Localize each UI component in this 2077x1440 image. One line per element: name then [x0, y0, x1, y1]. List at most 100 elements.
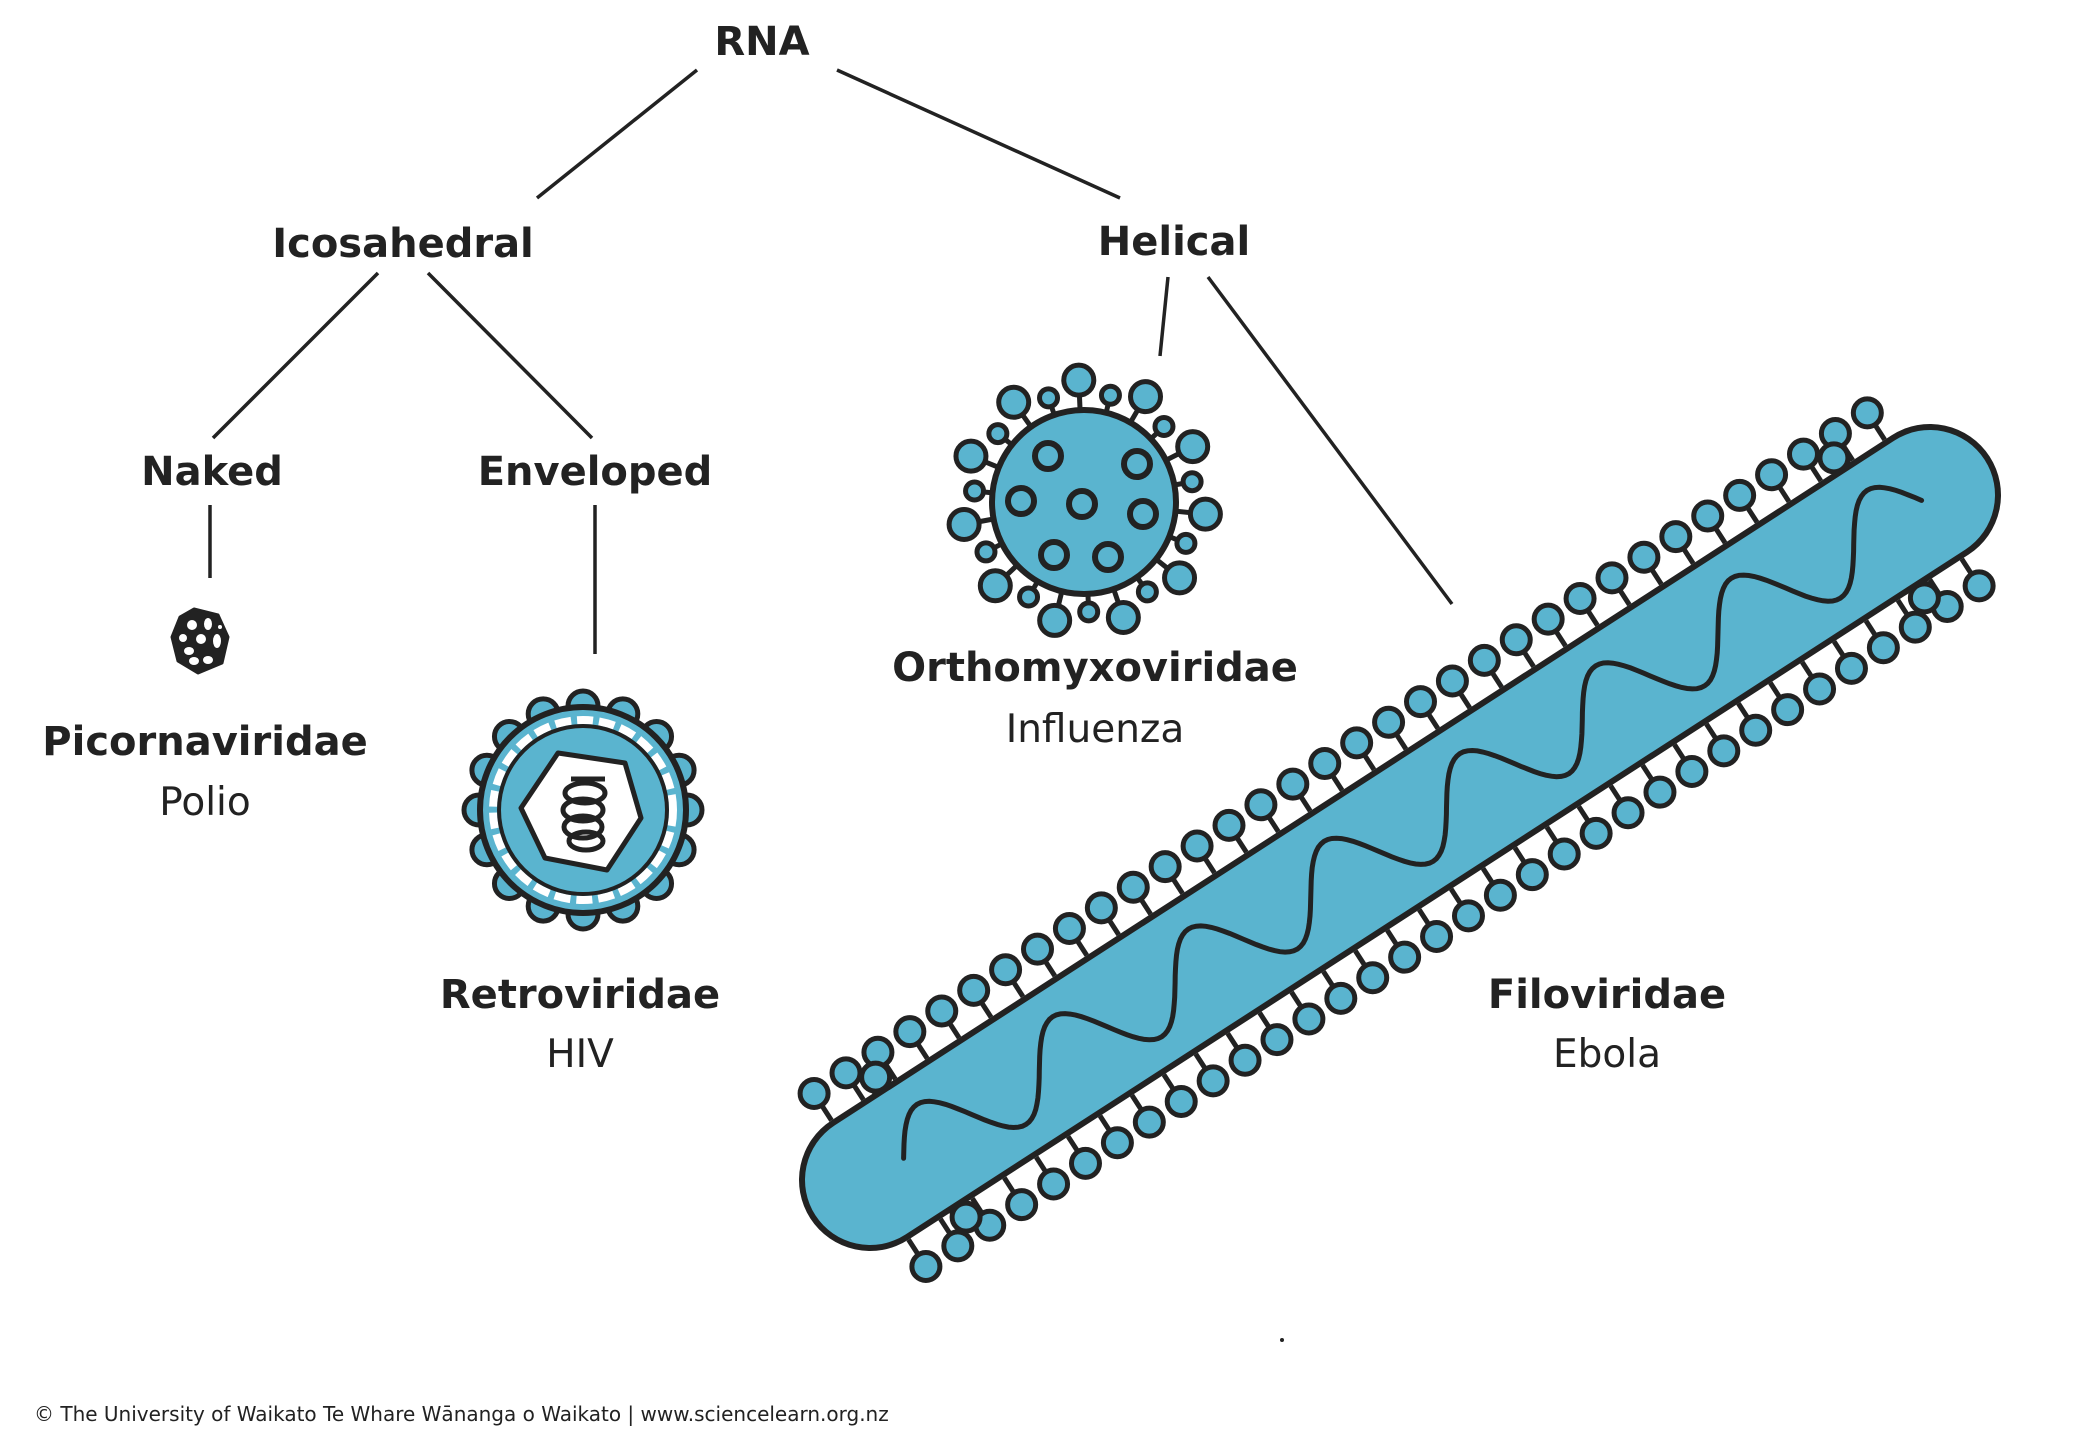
spike-head — [1324, 981, 1358, 1015]
spike-head — [1467, 643, 1501, 677]
spike-head — [1739, 713, 1773, 747]
spike-head — [1135, 580, 1159, 604]
spike-head — [1420, 920, 1454, 954]
spike-head — [1340, 726, 1374, 760]
node-rna: RNA — [714, 19, 810, 65]
spike-head — [1276, 767, 1310, 801]
spike-head — [1675, 755, 1709, 789]
spike-head — [1148, 850, 1182, 884]
spike-head — [1962, 569, 1996, 603]
spike-head — [1547, 837, 1581, 871]
family-picornaviridae: Picornaviridae — [42, 719, 368, 765]
spike-head — [1707, 734, 1741, 768]
spike-head — [1164, 1085, 1198, 1119]
node-enveloped: Enveloped — [477, 449, 713, 495]
ebola-virus-icon — [797, 396, 2001, 1284]
family-orthomyxoviridae: Orthomyxoviridae — [892, 645, 1298, 691]
spike-head — [1643, 775, 1677, 809]
stray-dot — [1280, 1338, 1284, 1342]
connector-lines — [208, 68, 1454, 654]
node-icosahedral: Icosahedral — [272, 221, 534, 267]
connector-rna-helical — [836, 68, 1121, 200]
node-naked: Naked — [141, 449, 283, 495]
spike-head — [1803, 672, 1837, 706]
spike-head — [1611, 796, 1645, 830]
spike-head — [1052, 911, 1086, 945]
spike-head — [1388, 940, 1422, 974]
spike-head — [1907, 581, 1941, 615]
spike-head — [1116, 870, 1150, 904]
spike-head — [946, 507, 982, 543]
spike-head — [941, 1229, 975, 1263]
example-polio: Polio — [159, 780, 251, 825]
spike-head — [1292, 1002, 1326, 1036]
retrovirus-icon — [461, 688, 705, 932]
spike-head — [1037, 602, 1073, 638]
spike-head — [1659, 520, 1693, 554]
node-helical: Helical — [1097, 219, 1251, 265]
spike-head — [1105, 599, 1141, 635]
spike-head — [1755, 458, 1789, 492]
spike-head — [1005, 1188, 1039, 1222]
spike-head — [989, 953, 1023, 987]
spike-head — [974, 540, 998, 564]
spike-head — [1187, 496, 1223, 532]
connector-helical-filoviridae — [1206, 275, 1454, 606]
spike-head — [1483, 878, 1517, 912]
spike-head — [1180, 829, 1214, 863]
spike-head — [1627, 540, 1661, 574]
spike-head — [909, 1250, 943, 1284]
connector-helical-orthomyxoviridae — [1158, 276, 1170, 357]
spike-head — [1212, 808, 1246, 842]
spike-head — [1786, 437, 1820, 471]
spike-head — [977, 568, 1013, 604]
example-ebola: Ebola — [1553, 1032, 1661, 1077]
spike-head — [1100, 1126, 1134, 1160]
family-filoviridae: Filoviridae — [1487, 972, 1727, 1018]
copyright-footer: © The University of Waikato Te Whare Wān… — [34, 1402, 889, 1426]
spike-head — [797, 1076, 831, 1110]
spike-head — [829, 1056, 863, 1090]
spike-head — [1850, 396, 1884, 430]
spike-head — [1196, 1064, 1230, 1098]
spike-head — [949, 1200, 983, 1234]
spike-head — [1563, 581, 1597, 615]
spike-head — [1162, 560, 1198, 596]
connector-icosahedral-enveloped — [426, 271, 594, 440]
picornavirus-icon — [170, 607, 230, 675]
spike-head — [1132, 1105, 1166, 1139]
spike-head — [1356, 961, 1390, 995]
spike-head — [1068, 1146, 1102, 1180]
spike-head — [1021, 932, 1055, 966]
spike-head — [1308, 746, 1342, 780]
example-influenza: Influenza — [1005, 707, 1185, 752]
spike-head — [925, 994, 959, 1028]
spike-head — [1260, 1023, 1294, 1057]
spike-head — [1499, 623, 1533, 657]
example-hiv: HIV — [546, 1032, 614, 1077]
family-retroviridae: Retroviridae — [439, 972, 721, 1018]
spike-head — [1244, 788, 1278, 822]
spike-head — [1595, 561, 1629, 595]
spike-head — [1037, 1167, 1071, 1201]
spike-head — [1866, 631, 1900, 665]
spike-head — [1017, 585, 1041, 609]
spike-head — [1771, 693, 1805, 727]
spike-head — [1175, 429, 1211, 465]
spike-head — [1037, 386, 1061, 410]
spike-head — [1098, 383, 1122, 407]
spike-head — [1128, 379, 1164, 415]
spike-head — [1531, 602, 1565, 636]
spike-head — [1451, 899, 1485, 933]
spike-head — [1898, 610, 1932, 644]
spike-head — [1372, 705, 1406, 739]
connector-icosahedral-naked — [211, 271, 380, 440]
spike-head — [996, 384, 1032, 420]
spike-head — [1403, 685, 1437, 719]
spike-head — [957, 973, 991, 1007]
spike-head — [986, 422, 1010, 446]
spike-head — [1084, 891, 1118, 925]
spike-head — [1515, 858, 1549, 892]
spike-head — [1077, 600, 1101, 624]
